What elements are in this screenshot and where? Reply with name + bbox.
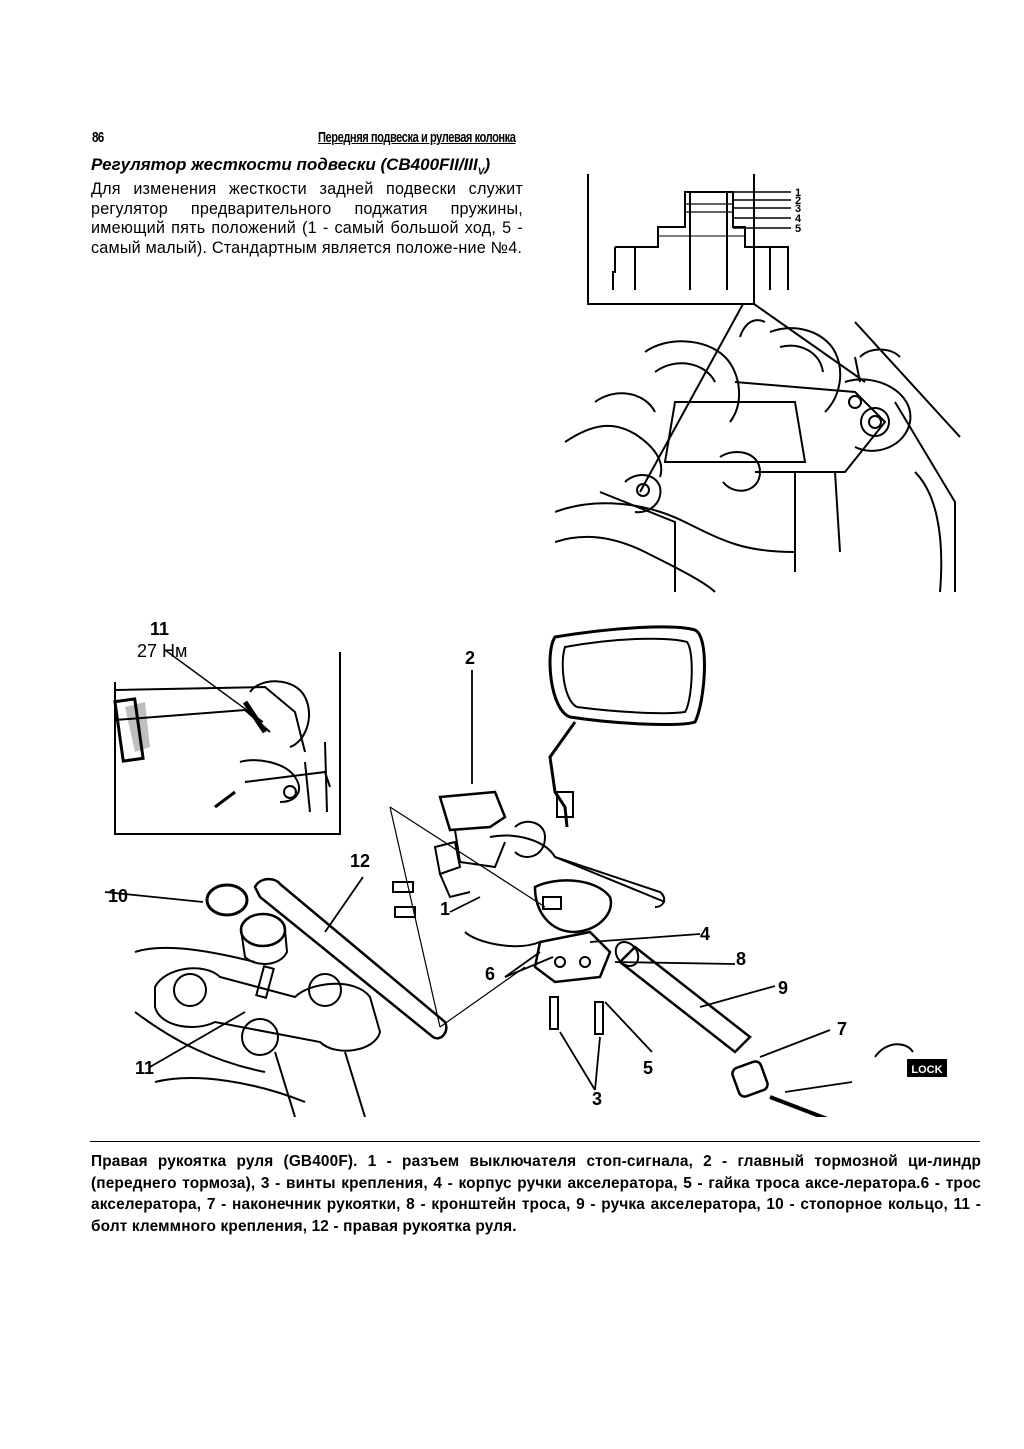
position-label-4: 4 — [795, 213, 802, 225]
callout-1: 1 — [440, 899, 450, 919]
figure-caption: Правая рукоятка руля (GB400F). 1 - разъе… — [91, 1153, 981, 1235]
section-title: Регулятор жесткости подвески (CB400FII/I… — [91, 155, 490, 177]
position-label-1: 1 — [795, 187, 801, 199]
position-label-5: 5 — [795, 223, 801, 235]
callout-5: 5 — [643, 1058, 653, 1078]
callout-3: 3 — [592, 1089, 602, 1109]
position-label-3: 3 — [795, 203, 801, 215]
callout-6: 6 — [485, 964, 495, 984]
section-title-main: Регулятор жесткости подвески (CB400FII/I… — [91, 155, 478, 174]
callout-7: 7 — [837, 1019, 847, 1039]
position-label-2: 2 — [795, 195, 801, 207]
callout-4: 4 — [700, 924, 710, 944]
handlebar-assembly-illustration: LOCK 11 27 Нм 2 12 10 1 4 8 6 9 7 11 5 3 — [104, 619, 947, 1117]
page-number: 86 — [92, 129, 104, 146]
inset-torque: 27 Нм — [137, 641, 187, 661]
inset-callout-11: 11 — [150, 619, 169, 639]
lock-label: LOCK — [911, 1064, 942, 1076]
section-title-sub: V — [477, 166, 485, 178]
suspension-adjuster-illustration: 1 2 3 4 5 — [555, 174, 961, 593]
caption-divider — [90, 1141, 980, 1142]
callout-10: 10 — [108, 886, 128, 906]
section-body-text: Для изменения жесткости задней подвески … — [91, 180, 523, 257]
callout-12: 12 — [350, 851, 370, 871]
lock-badge — [907, 1059, 947, 1077]
callout-11: 11 — [135, 1058, 154, 1078]
callout-9: 9 — [778, 978, 788, 998]
callout-2: 2 — [465, 648, 475, 668]
section-title-end: ) — [484, 155, 491, 174]
callout-8: 8 — [736, 949, 746, 969]
running-header: Передняя подвеска и рулевая колонка — [318, 129, 516, 146]
